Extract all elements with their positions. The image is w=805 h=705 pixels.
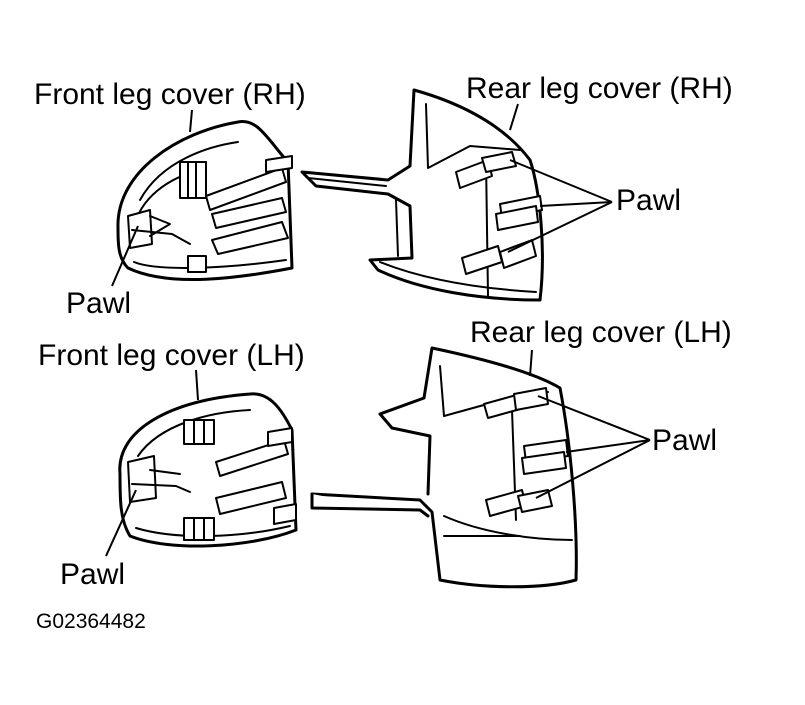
rear-leg-cover-rh-label: Rear leg cover (RH) xyxy=(466,72,733,105)
pawl-lh-front-label: Pawl xyxy=(60,558,126,591)
pawl-rh-front-label: Pawl xyxy=(66,287,132,320)
leader-lines xyxy=(105,103,651,557)
front-leg-cover-lh xyxy=(118,392,298,548)
pawl-lh-rear-label: Pawl xyxy=(652,424,718,457)
front-leg-cover-rh xyxy=(116,120,294,282)
front-leg-cover-rh-label: Front leg cover (RH) xyxy=(34,78,306,111)
front-leg-cover-lh-label: Front leg cover (LH) xyxy=(38,339,305,372)
figure-id: G02364482 xyxy=(36,610,146,633)
pawl-rh-rear-label: Pawl xyxy=(616,184,682,217)
rear-leg-cover-lh-label: Rear leg cover (LH) xyxy=(470,316,732,349)
rear-leg-cover-lh xyxy=(310,346,578,589)
rear-leg-cover-rh xyxy=(300,88,544,302)
